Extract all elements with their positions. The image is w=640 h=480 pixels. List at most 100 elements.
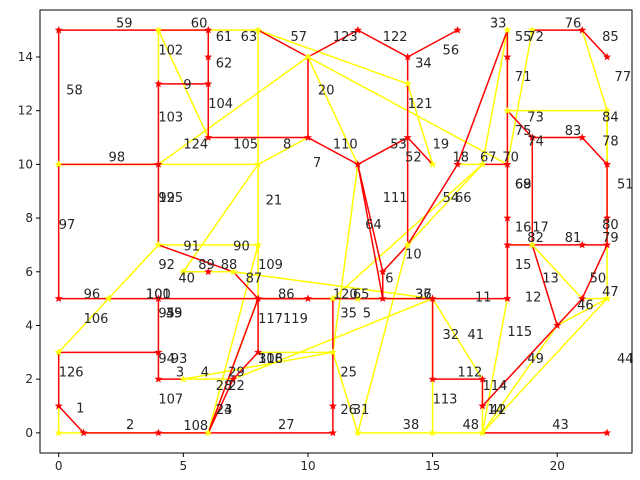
- yellow-edge: [57, 297, 110, 354]
- x-tick-label: 5: [180, 459, 188, 473]
- edge-label: 33: [490, 16, 507, 31]
- edge-label: 56: [443, 43, 460, 58]
- red-node-marker: [503, 240, 512, 249]
- yellow-node-marker: [403, 79, 412, 88]
- red-node-marker: [578, 25, 587, 34]
- yellow-edge: [182, 163, 259, 273]
- edge-label: 106: [84, 312, 109, 327]
- edge-label: 105: [233, 137, 258, 152]
- yellow-edge: [531, 244, 583, 300]
- red-node-marker: [503, 294, 512, 303]
- yellow-edge: [332, 163, 359, 354]
- edge-label: 40: [178, 272, 195, 287]
- y-tick-label: 10: [18, 157, 33, 171]
- red-node-marker: [204, 133, 213, 141]
- edge-label: 81: [565, 231, 582, 246]
- edge-label: 6: [385, 272, 393, 287]
- edge-label: 116: [258, 352, 283, 367]
- red-node-marker: [503, 213, 512, 222]
- red-node-marker: [503, 160, 512, 168]
- yellow-node-marker: [353, 294, 362, 303]
- red-edge: [357, 136, 409, 166]
- edge-label: 54: [443, 191, 460, 206]
- red-node-marker: [229, 374, 238, 383]
- red-node-marker: [478, 374, 487, 383]
- edge-label: 52: [405, 151, 422, 166]
- edge-label: 92: [158, 258, 175, 273]
- edge-label: 53: [390, 137, 407, 152]
- red-node-marker: [378, 294, 387, 303]
- red-node-marker: [254, 294, 263, 303]
- edge-label: 1: [76, 402, 84, 417]
- edge-label: 76: [565, 16, 582, 31]
- red-edge: [232, 351, 259, 380]
- yellow-node-marker: [428, 428, 437, 437]
- yellow-node-marker: [54, 428, 63, 437]
- edge-label: 69: [515, 178, 532, 193]
- red-edge: [581, 244, 608, 300]
- yellow-edge: [481, 29, 509, 166]
- edge-label: 113: [433, 392, 458, 407]
- red-edge: [481, 324, 558, 407]
- edge-label: 7: [313, 156, 321, 171]
- edge-label: 23: [216, 403, 233, 418]
- x-tick-label: 20: [550, 459, 565, 473]
- red-node-marker: [428, 374, 437, 383]
- edge-label: 71: [515, 70, 532, 85]
- edge-label: 94: [158, 352, 175, 367]
- red-node-marker: [254, 348, 263, 356]
- yellow-node-marker: [204, 428, 213, 437]
- edge-label: 96: [84, 288, 101, 303]
- red-node-marker: [154, 160, 163, 168]
- red-node-marker: [353, 25, 362, 34]
- yellow-edge: [157, 56, 309, 166]
- red-node-marker: [154, 348, 163, 356]
- edge-label: 95: [158, 306, 175, 321]
- red-node-marker: [154, 374, 163, 383]
- yellow-edge: [506, 29, 534, 166]
- yellow-edge: [481, 297, 608, 434]
- edge-label: 107: [158, 392, 183, 407]
- red-edge: [307, 29, 359, 58]
- y-tick-label: 0: [25, 426, 33, 440]
- x-tick-label: 0: [55, 459, 63, 473]
- edge-label: 78: [602, 135, 619, 150]
- yellow-node-marker: [528, 240, 537, 249]
- yellow-edge: [182, 351, 334, 380]
- yellow-node-marker: [603, 106, 612, 115]
- edge-label: 87: [246, 272, 263, 287]
- yellow-node-marker: [254, 240, 263, 249]
- yellow-node-marker: [478, 160, 487, 168]
- y-tick-label: 2: [25, 372, 33, 386]
- red-node-marker: [603, 52, 612, 61]
- red-node-marker: [403, 52, 412, 61]
- edge-label: 119: [283, 312, 308, 327]
- edge-label: 122: [383, 30, 408, 45]
- edge-label: 66: [455, 191, 472, 206]
- red-node-marker: [204, 79, 213, 88]
- red-node-marker: [353, 160, 362, 168]
- red-edge: [232, 271, 259, 300]
- yellow-node-marker: [179, 374, 188, 383]
- red-node-marker: [54, 401, 63, 410]
- edge-label: 65: [353, 288, 370, 303]
- yellow-node-marker: [54, 160, 63, 168]
- red-edge: [207, 297, 259, 434]
- red-edge: [406, 29, 459, 58]
- x-tick-label: 15: [425, 459, 440, 473]
- red-node-marker: [54, 294, 63, 303]
- edge-label: 4: [201, 365, 209, 380]
- yellow-node-marker: [179, 267, 188, 276]
- edge-label: 83: [565, 124, 582, 139]
- edge-label: 77: [615, 70, 632, 85]
- edge-label: 100: [146, 288, 171, 303]
- yellow-node-marker: [603, 294, 612, 303]
- edge-label: 70: [502, 151, 519, 166]
- edge-label: 55: [515, 30, 532, 45]
- red-edge: [57, 405, 85, 434]
- red-node-marker: [428, 294, 437, 303]
- edge-label: 21: [266, 194, 283, 209]
- edge-label: 49: [527, 352, 544, 367]
